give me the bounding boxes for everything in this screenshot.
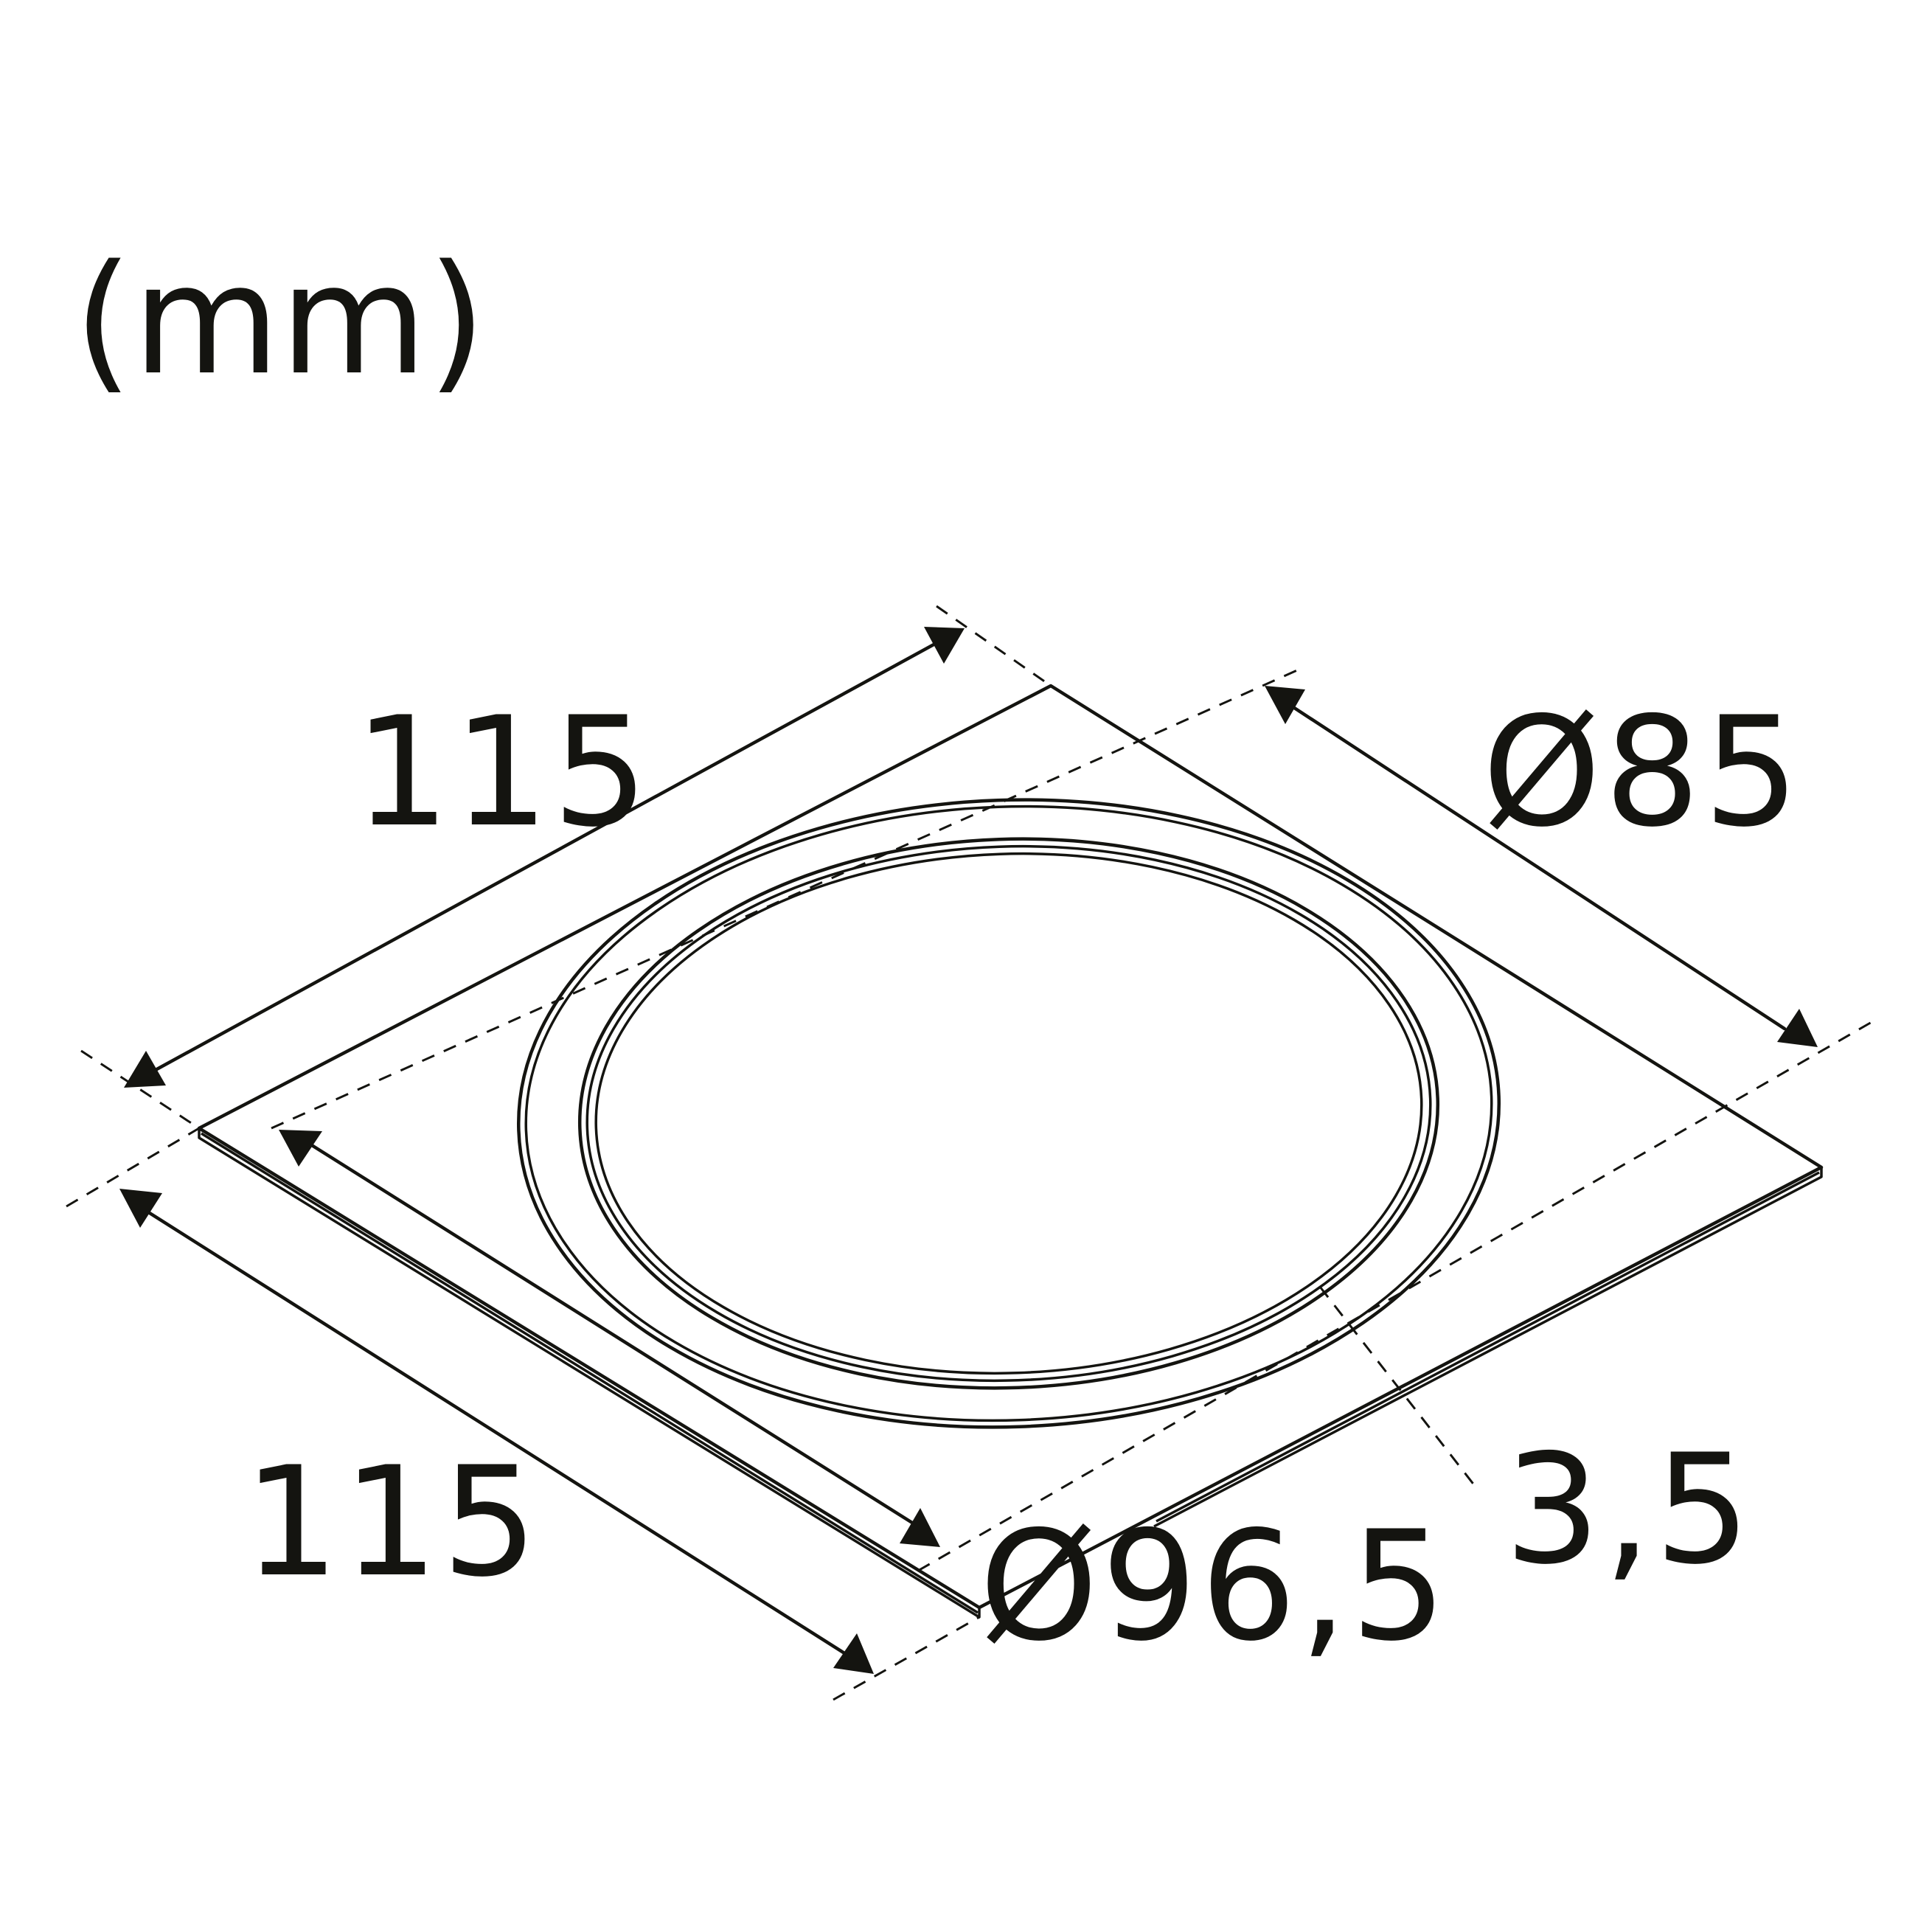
- label-width-top: 115: [354, 685, 651, 861]
- arrow-head: [924, 627, 965, 664]
- label-outer-diameter: Ø96,5: [979, 1499, 1450, 1675]
- label-thickness: 3,5: [1504, 1422, 1754, 1598]
- dimension-inner-diameter: [1265, 686, 1818, 1047]
- arrow-head: [900, 1508, 940, 1547]
- arrow-head: [279, 1130, 322, 1167]
- arrow-head: [124, 1051, 166, 1088]
- plate-outline: [197, 684, 1824, 1619]
- outer-ring: [516, 798, 1501, 1429]
- arrow-head: [833, 1633, 874, 1674]
- dimension-width-top: [124, 627, 965, 1088]
- arrow-head: [119, 1189, 162, 1228]
- units-label: (mm): [74, 233, 486, 409]
- extension-lines: [66, 605, 1874, 1701]
- dimension-outer-diameter: [279, 1130, 940, 1547]
- label-width-bottom: 115: [243, 1435, 541, 1610]
- dimension-width-bottom: [119, 1189, 874, 1674]
- label-inner-diameter: Ø85: [1482, 685, 1802, 861]
- arrow-head: [1777, 1009, 1818, 1047]
- arrow-head: [1265, 686, 1305, 724]
- inner-ring: [577, 837, 1440, 1390]
